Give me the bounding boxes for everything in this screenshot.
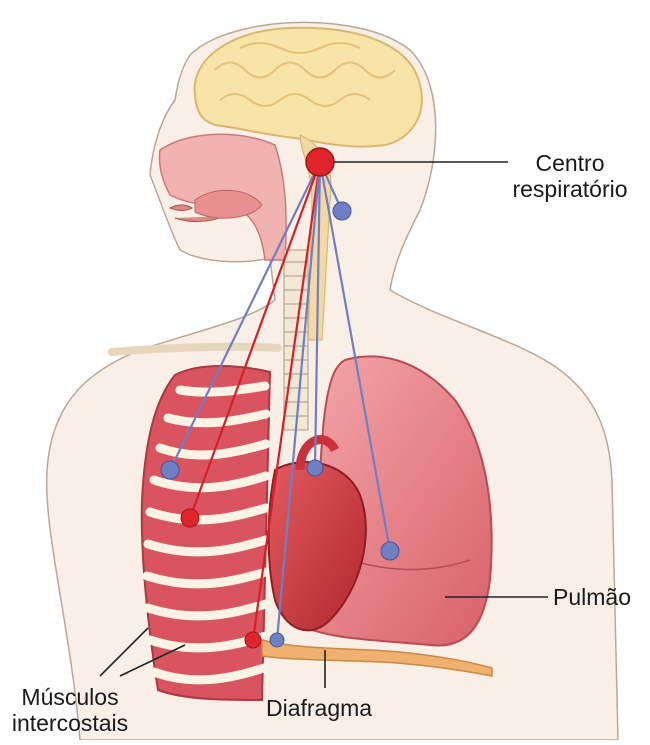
label-musculos-line2: intercostais xyxy=(5,710,135,736)
neck-blue-dot xyxy=(333,202,351,220)
label-pulmao: Pulmão xyxy=(553,584,631,610)
label-centro-line1: Centro xyxy=(500,150,640,176)
rib-blue-dot xyxy=(161,461,179,479)
label-centro-line2: respiratório xyxy=(500,176,640,202)
label-diafragma: Diafragma xyxy=(266,695,372,721)
diaphragm-red-dot xyxy=(245,632,261,648)
diaphragm-blue-dot xyxy=(270,633,284,647)
label-musculos-line1: Músculos xyxy=(5,684,135,710)
lung-blue-dot xyxy=(381,542,399,560)
label-centro-respiratorio: Centro respiratório xyxy=(500,150,640,202)
label-musculos-intercostais: Músculos intercostais xyxy=(5,684,135,736)
rib-red-dot xyxy=(181,509,199,527)
rib-cage xyxy=(142,366,270,700)
respiratory-center-dot xyxy=(306,148,334,176)
heart-blue-dot xyxy=(307,460,323,476)
